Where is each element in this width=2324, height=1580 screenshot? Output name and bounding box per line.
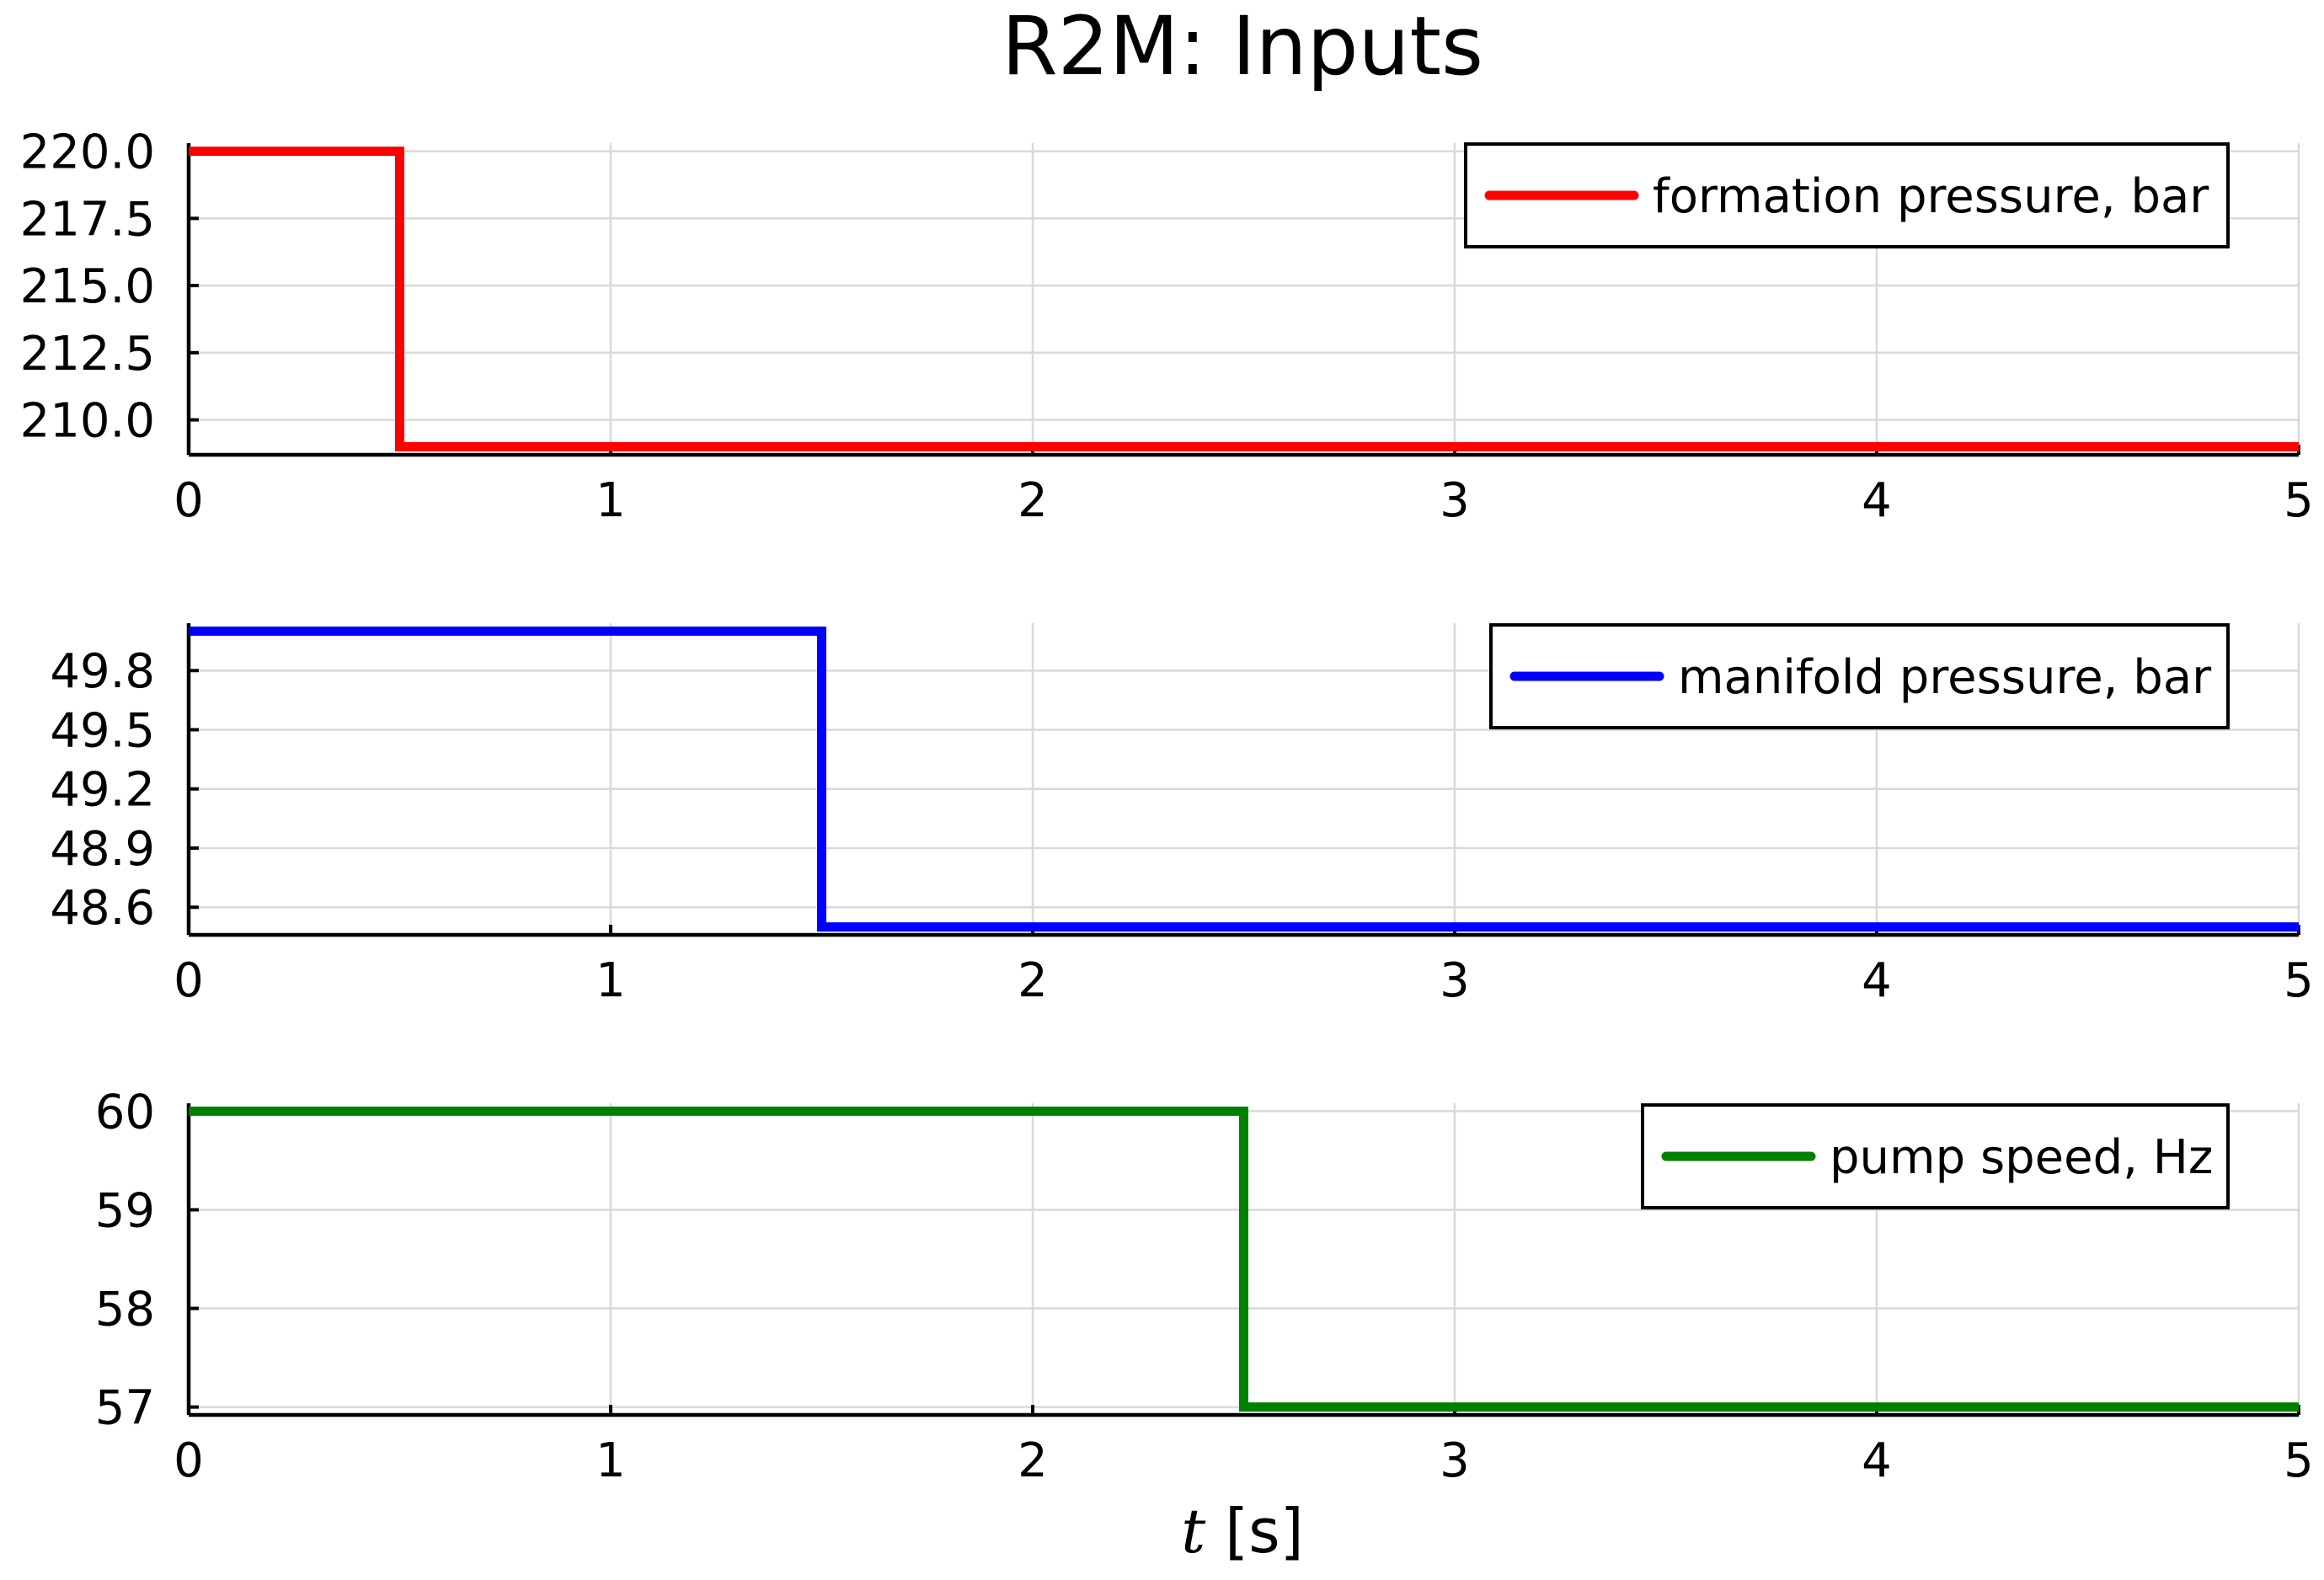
x-tick-label: 5 (2284, 953, 2314, 1008)
series-line (189, 147, 2299, 451)
x-tick-label: 1 (596, 473, 626, 528)
y-tick-label: 220.0 (20, 125, 155, 180)
x-tick-label: 4 (1862, 953, 1892, 1008)
x-tick-label: 1 (596, 1433, 626, 1488)
legend: manifold pressure, bar (1489, 623, 2230, 729)
x-axis-label: t [s] (1181, 1496, 1304, 1567)
subplot-2: 0 1 2 3 4 5 49.849.549.248.948.6 manifold press… (50, 623, 2314, 1008)
x-tick-label: 3 (1440, 473, 1470, 528)
x-axis-symbol: t (1181, 1496, 1206, 1567)
y-tick-label: 49.8 (50, 644, 155, 699)
y-tick-label: 58 (95, 1283, 155, 1337)
legend: pump speed, Hz (1641, 1103, 2230, 1209)
y-tick-label: 210.0 (20, 394, 155, 449)
x-tick-label: 0 (174, 953, 204, 1008)
subplots: 0 1 2 3 4 5 220.0 217.5 215.0 212.5 210.0 formation… (20, 125, 2314, 1488)
y-tick-label: 49.5 (50, 703, 155, 758)
y-tick-label: 60 (95, 1085, 155, 1140)
legend: formation pressure, bar (1464, 142, 2230, 248)
y-tick-label: 212.5 (20, 327, 155, 382)
x-tick-label: 4 (1862, 473, 1892, 528)
x-tick-label: 5 (2284, 1433, 2314, 1488)
y-tick-label: 49.2 (50, 763, 155, 818)
legend-label: formation pressure, bar (1653, 169, 2209, 224)
y-tick-label: 48.9 (50, 822, 155, 877)
x-tick-label: 5 (2284, 473, 2314, 528)
y-tick-label: 215.0 (20, 259, 155, 314)
x-tick-label: 0 (174, 473, 204, 528)
x-tick-label: 1 (596, 953, 626, 1008)
x-tick-label: 3 (1440, 953, 1470, 1008)
x-axis-unit: [s] (1225, 1496, 1304, 1567)
series-line (189, 626, 2299, 932)
y-tick-label: 48.6 (50, 881, 155, 936)
figure-title: R2M: Inputs (1002, 0, 1483, 93)
subplot-1: 0 1 2 3 4 5 220.0 217.5 215.0 212.5 210.0 formation… (20, 125, 2314, 528)
y-tick-label: 217.5 (20, 192, 155, 247)
y-tick-label: 57 (95, 1381, 155, 1436)
x-tick-label: 3 (1440, 1433, 1470, 1488)
x-tick-label: 2 (1018, 1433, 1048, 1488)
y-tick-label: 59 (95, 1183, 155, 1238)
x-axis-space (1205, 1496, 1225, 1567)
legend-label: pump speed, Hz (1830, 1130, 2213, 1185)
subplot-3: 0 1 2 3 4 5 60 59 58 57 pump speed, Hz (95, 1085, 2314, 1488)
series-line (189, 1106, 2299, 1412)
x-tick-label: 0 (174, 1433, 204, 1488)
x-tick-label: 2 (1018, 473, 1048, 528)
x-tick-label: 4 (1862, 1433, 1892, 1488)
legend-label: manifold pressure, bar (1678, 650, 2212, 705)
x-tick-label: 2 (1018, 953, 1048, 1008)
